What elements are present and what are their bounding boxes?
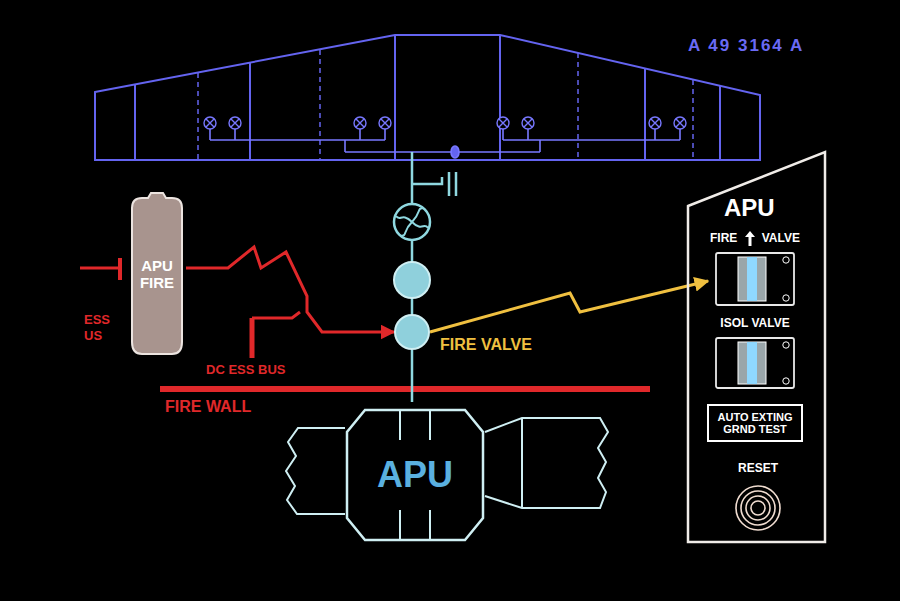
- fuel-pumps: [204, 117, 686, 129]
- toggle-switch: FIRE VALVE: [708, 229, 802, 309]
- node-text: APU: [724, 194, 775, 221]
- text-holder: FIRE VALVE: [708, 229, 802, 247]
- part-name: FIRE WALL: [165, 398, 251, 416]
- text-holder: APU: [345, 402, 485, 548]
- node-text: AUTO EXTING GRND TEST: [712, 411, 798, 435]
- test-button: AUTO EXTING GRND TEST: [707, 404, 803, 442]
- control-panel: FIRE VALVE ISOL VALVE AUTO EXTING GRND TEST…: [686, 150, 828, 544]
- node-text: VALVE: [762, 231, 800, 245]
- node-text: APU: [377, 454, 453, 496]
- wing-outline: [95, 35, 760, 160]
- fuel-manifold: [210, 129, 680, 158]
- apu-engine: APU: [345, 402, 485, 548]
- node-text: APU FIRE: [136, 257, 178, 292]
- up-arrow: [744, 230, 756, 246]
- signal-wire: [186, 247, 394, 332]
- bus-name: DC ESS BUS: [206, 362, 285, 377]
- text-holder: ISOL VALVE: [708, 314, 802, 332]
- text-holder: FIRE VALVE: [440, 336, 476, 354]
- reset-button: RESET: [728, 458, 788, 532]
- toggle-switch: ISOL VALVE: [708, 314, 802, 392]
- fire-wall-bar: [160, 386, 650, 392]
- node-text: ISOL VALVE: [720, 316, 789, 330]
- ess-bus-wire: [80, 258, 300, 358]
- fire-valve-shape: [394, 314, 430, 350]
- text-holder: APU: [724, 194, 775, 222]
- fire-valve: FIRE VALVE: [394, 314, 430, 350]
- node-text: FIRE: [710, 231, 737, 245]
- drawing-number: A 49 3164 A: [688, 36, 804, 56]
- text-holder: APU FIRE: [128, 192, 186, 356]
- fire-handle: APU FIRE: [128, 192, 186, 356]
- node-text: RESET: [738, 461, 778, 475]
- bus-name: ESS US: [84, 312, 116, 343]
- fuel-line: [411, 350, 414, 402]
- node-text: FIRE VALVE: [440, 336, 532, 353]
- text-holder: RESET: [728, 458, 788, 476]
- indication-link: [430, 281, 708, 332]
- text-holder: AUTO EXTING GRND TEST: [707, 404, 803, 442]
- fuel-symbols: [394, 204, 430, 298]
